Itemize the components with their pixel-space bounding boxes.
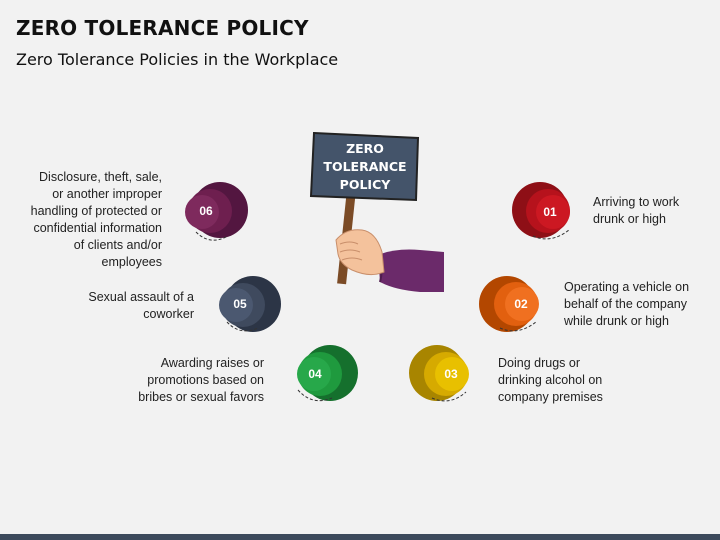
item-number-06: 06 (199, 204, 213, 218)
circle-06 (185, 182, 248, 241)
item-text-02: Operating a vehicle on behalf of the com… (564, 280, 690, 328)
item-text-05: Sexual assault of a coworker (88, 290, 194, 321)
item-text-06: Disclosure, theft, sale, or another impr… (30, 170, 162, 269)
item-number-04: 04 (308, 367, 322, 381)
hand-holding-sign-icon (335, 229, 444, 292)
sign-line: TOLERANCE (323, 159, 407, 174)
item-text-01: Arriving to work drunk or high (593, 195, 680, 226)
sign-text: ZERO TOLERANCE POLICY (316, 140, 414, 194)
item-number-02: 02 (514, 297, 528, 311)
sign-board (309, 131, 420, 202)
circle-04 (297, 345, 358, 402)
circle-05 (219, 276, 281, 332)
item-text-03: Doing drugs or drinking alcohol on compa… (498, 356, 603, 404)
slide-subtitle: Zero Tolerance Policies in the Workplace (16, 50, 339, 69)
circle-02 (479, 276, 539, 332)
bottom-bar (0, 534, 720, 540)
item-number-05: 05 (233, 297, 247, 311)
item-text-04: Awarding raises or promotions based on b… (138, 356, 264, 404)
sign-line: POLICY (339, 177, 391, 192)
circle-01 (512, 182, 570, 240)
sign-line: ZERO (346, 141, 384, 156)
slide-title: ZERO TOLERANCE POLICY (16, 16, 309, 40)
item-number-01: 01 (543, 205, 557, 219)
item-number-03: 03 (444, 367, 458, 381)
circle-03 (409, 345, 469, 402)
